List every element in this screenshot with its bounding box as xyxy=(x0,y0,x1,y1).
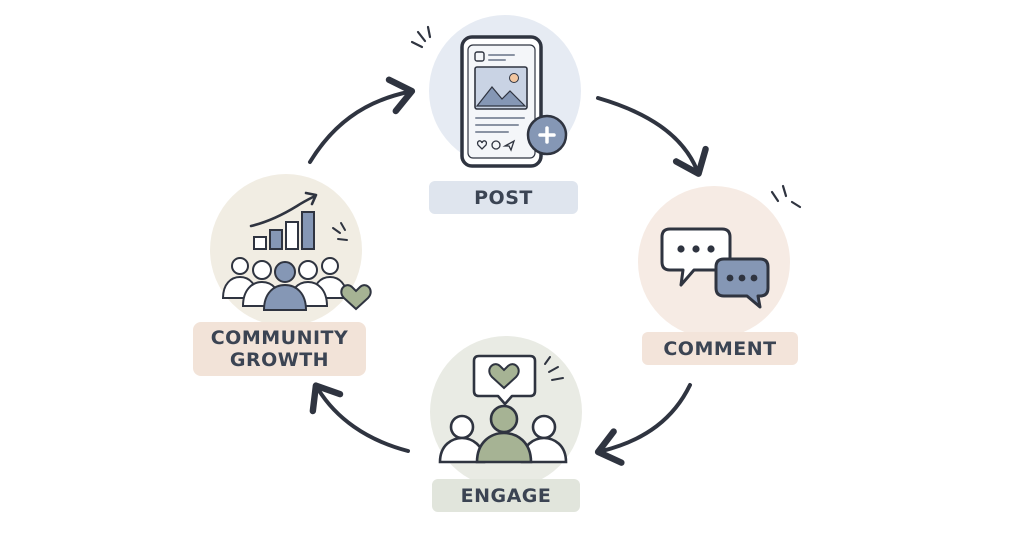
node-engage xyxy=(430,336,582,512)
label-post-text: POST xyxy=(474,186,533,209)
chat-bubbles-icon xyxy=(660,227,770,309)
sparkle-lines-icon xyxy=(332,222,348,241)
arrow-comment-to-engage xyxy=(594,383,692,466)
label-bg-comment xyxy=(642,332,798,365)
sparkle-lines-icon xyxy=(544,356,564,381)
plus-badge-icon xyxy=(526,114,568,156)
sparkle-lines-icon xyxy=(770,184,802,209)
label-comment-text: COMMENT xyxy=(663,337,777,360)
label-comment: COMMENT xyxy=(642,332,798,365)
label-bg-post xyxy=(429,181,578,214)
growth-chart-community-icon xyxy=(221,191,372,311)
label-bg-growth xyxy=(193,322,366,376)
node-growth xyxy=(193,174,372,376)
audience-heart-icon xyxy=(438,354,568,464)
label-post: POST xyxy=(429,181,578,214)
label-growth-line1: COMMUNITY xyxy=(210,327,349,349)
node-post xyxy=(410,15,581,214)
label-engage-text: ENGAGE xyxy=(460,484,552,507)
node-comment xyxy=(638,184,802,365)
label-bg-engage xyxy=(432,479,580,512)
smartphone-post-icon xyxy=(460,35,543,168)
label-growth: COMMUNITY GROWTH xyxy=(193,322,366,376)
label-engage: ENGAGE xyxy=(432,479,580,512)
arrow-engage-to-growth xyxy=(309,382,410,453)
arrow-post-to-comment xyxy=(596,96,709,177)
label-growth-line2: GROWTH xyxy=(229,349,330,371)
arrow-growth-to-post xyxy=(308,76,416,164)
sparkle-lines-icon xyxy=(410,25,432,49)
